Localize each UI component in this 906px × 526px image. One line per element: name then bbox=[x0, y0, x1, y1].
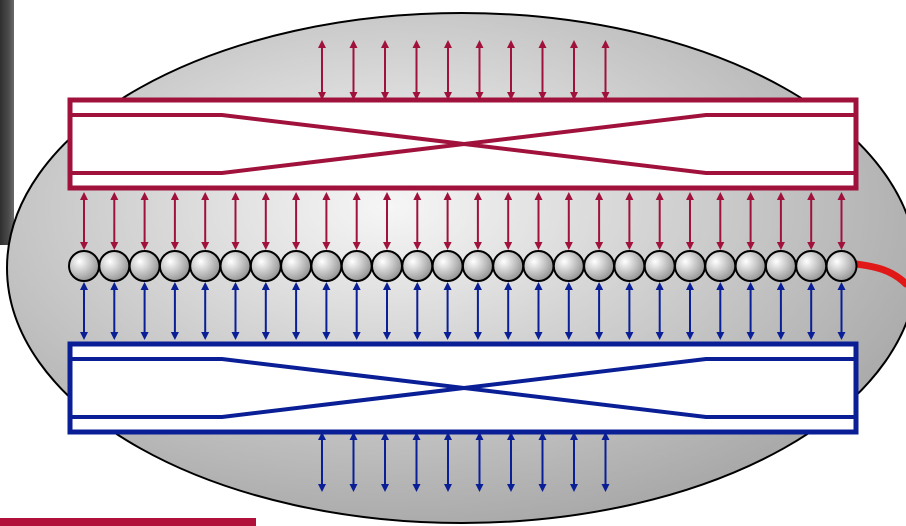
left-edge-strip bbox=[0, 0, 14, 245]
bead bbox=[280, 250, 313, 282]
bead bbox=[310, 250, 343, 282]
bead bbox=[158, 250, 191, 282]
bead bbox=[795, 250, 828, 282]
top-coupling-arrows bbox=[80, 192, 846, 250]
lead-line bbox=[852, 260, 906, 288]
bead bbox=[764, 250, 797, 282]
bead bbox=[522, 250, 555, 282]
bottom-outer-arrows bbox=[318, 432, 610, 492]
bead bbox=[189, 250, 222, 282]
bead bbox=[643, 250, 676, 282]
bead bbox=[583, 250, 616, 282]
crossing-waveguide-lines bbox=[70, 113, 856, 175]
bead bbox=[674, 250, 706, 282]
bead bbox=[704, 250, 737, 282]
bead bbox=[431, 250, 464, 282]
bead bbox=[98, 250, 131, 282]
bead-chain bbox=[68, 250, 858, 282]
bead bbox=[371, 250, 403, 282]
bead bbox=[552, 250, 585, 282]
bead bbox=[249, 250, 282, 282]
crossing-waveguide-lines bbox=[70, 357, 856, 419]
bead bbox=[219, 250, 252, 282]
accent-bar bbox=[0, 518, 256, 526]
top-waveguide-box bbox=[67, 97, 859, 191]
bottom-waveguide-box bbox=[67, 341, 859, 435]
bead bbox=[128, 250, 161, 282]
bead bbox=[461, 250, 494, 282]
bead bbox=[340, 250, 373, 282]
bead bbox=[68, 250, 100, 282]
bead bbox=[613, 250, 646, 282]
top-outer-arrows bbox=[318, 40, 610, 100]
bead bbox=[492, 250, 525, 282]
bead bbox=[825, 250, 858, 282]
bottom-coupling-arrows bbox=[80, 282, 846, 340]
bead bbox=[734, 250, 767, 282]
bead bbox=[401, 250, 434, 282]
